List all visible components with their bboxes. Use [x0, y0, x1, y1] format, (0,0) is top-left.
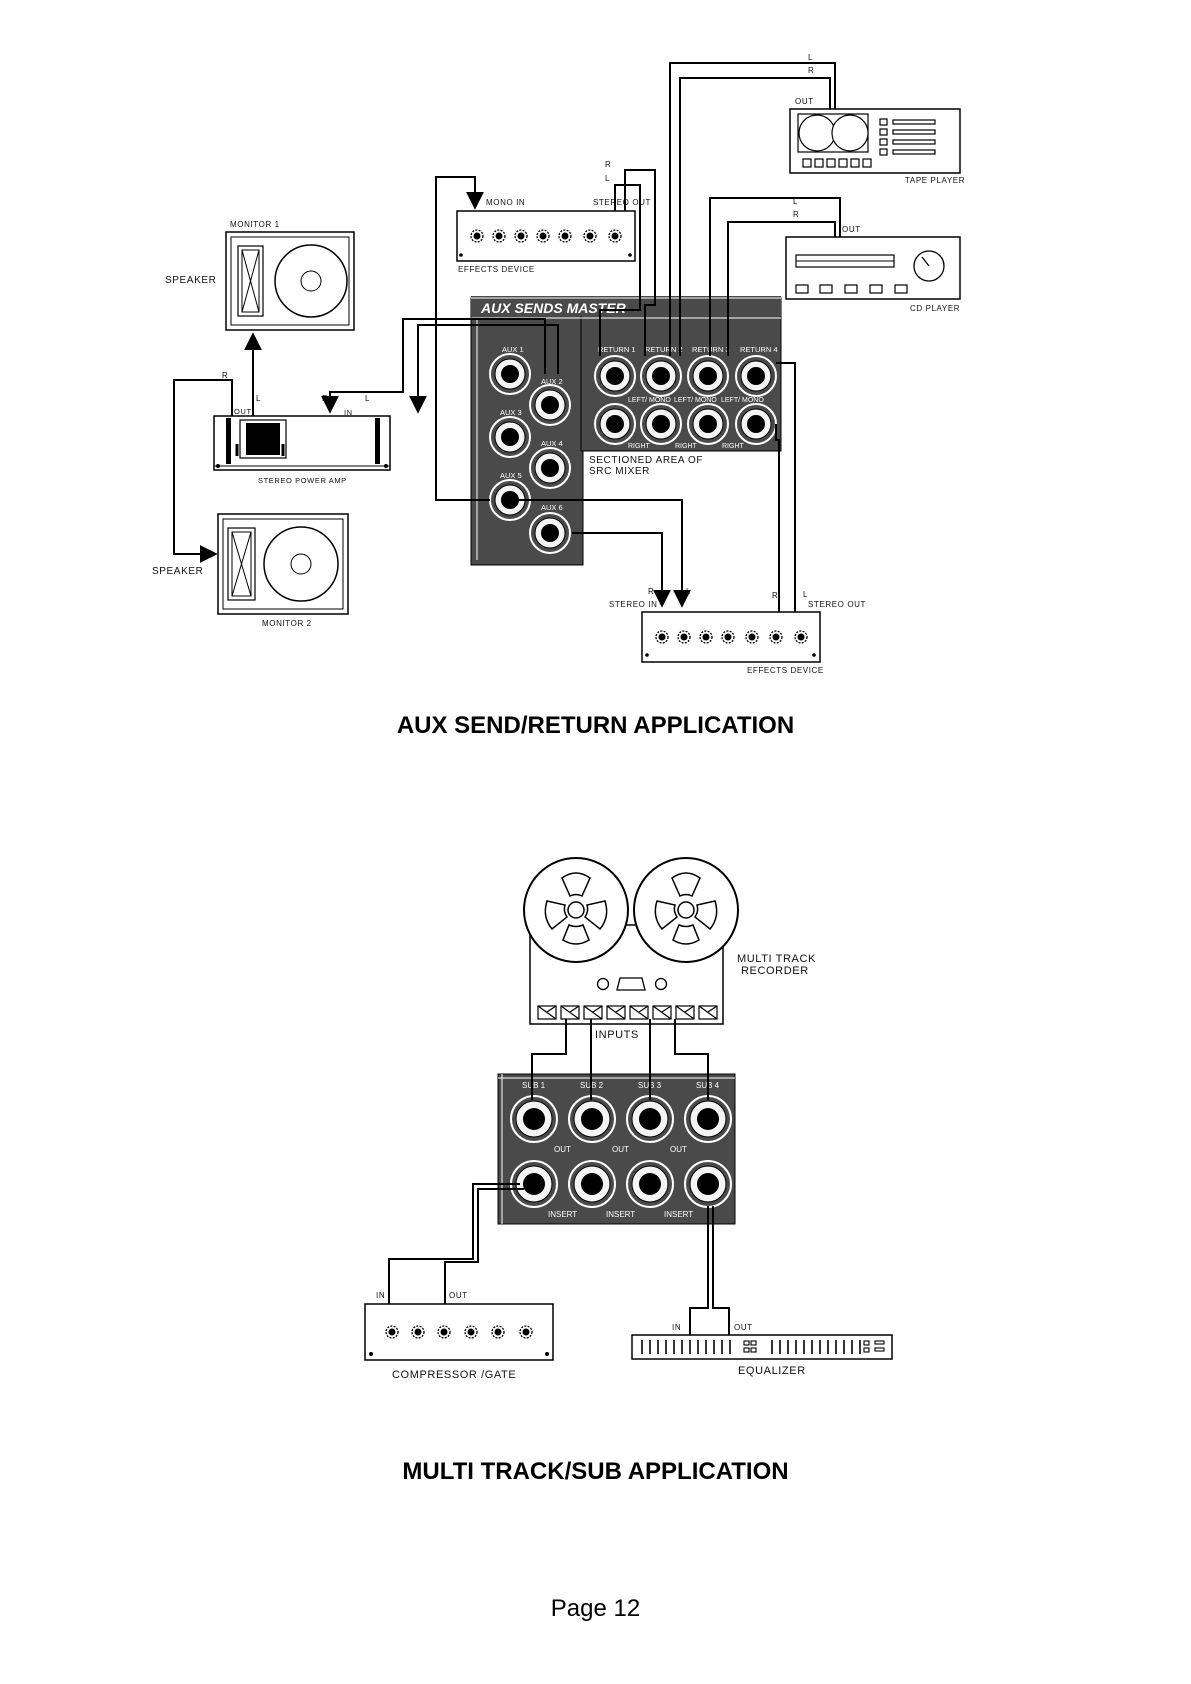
monitor-2-speaker-label: SPEAKER — [152, 566, 203, 577]
right-label-3: RIGHT — [722, 443, 745, 450]
effects-device-bottom — [641, 611, 821, 663]
left-mono-label-2: LEFT/ MONO — [674, 397, 717, 404]
tape-player-label: TAPE PLAYER — [905, 176, 965, 185]
monitor-2-label: MONITOR 2 — [262, 619, 312, 628]
sub-out-label-3: OUT — [670, 1145, 687, 1154]
effects-bottom-r-in: R — [648, 587, 654, 596]
equalizer — [631, 1334, 893, 1360]
sub-cables — [388, 1019, 730, 1335]
cd-out-label: OUT — [842, 225, 861, 234]
sub-panel — [497, 1073, 736, 1225]
page-number: Page 12 — [550, 1595, 641, 1622]
aux-section-title: AUX SEND/RETURN APPLICATION — [396, 712, 795, 739]
tape-out-label: OUT — [795, 97, 814, 106]
section-note-1: SECTIONED AREA OF — [589, 455, 703, 466]
compressor-out: OUT — [449, 1291, 468, 1300]
aux-5-label: AUX 5 — [500, 471, 522, 480]
power-amp-r-out: R — [222, 371, 228, 380]
aux-2-label: AUX 2 — [541, 377, 563, 386]
stereo-power-amp — [213, 415, 391, 471]
monitor-2-speaker — [217, 513, 349, 615]
sub-out-label-2: OUT — [612, 1145, 629, 1154]
insert-label-2: INSERT — [606, 1210, 635, 1219]
recorder-label-2: RECORDER — [741, 965, 809, 977]
cd-r-label: R — [793, 210, 799, 219]
power-amp-l-out: L — [256, 394, 261, 403]
effects-bottom-label: EFFECTS DEVICE — [747, 666, 824, 675]
effects-device-top — [456, 210, 636, 262]
recorder-inputs-label: INPUTS — [595, 1029, 639, 1041]
compressor-label: COMPRESSOR /GATE — [392, 1369, 516, 1381]
aux-cables — [173, 62, 841, 612]
effects-top-label: EFFECTS DEVICE — [458, 265, 535, 274]
power-amp-l-in: L — [365, 394, 370, 403]
cd-l-label: L — [793, 197, 798, 206]
right-label-1: RIGHT — [628, 443, 651, 450]
sub-section-title: MULTI TRACK/SUB APPLICATION — [402, 1458, 789, 1485]
right-label-2: RIGHT — [675, 443, 698, 450]
power-amp-label: STEREO POWER AMP — [258, 476, 347, 485]
insert-label-3: INSERT — [664, 1210, 693, 1219]
return-4-label: RETURN 4 — [740, 345, 778, 354]
cd-player-label: CD PLAYER — [910, 304, 960, 313]
compressor-gate — [364, 1303, 554, 1361]
effects-top-r: R — [605, 160, 611, 169]
monitor-1-speaker — [225, 231, 355, 331]
monitor-1-label: MONITOR 1 — [230, 220, 280, 229]
monitor-1-speaker-label: SPEAKER — [165, 275, 216, 286]
effects-bottom-stereo-out: STEREO OUT — [808, 600, 866, 609]
tape-player — [789, 108, 961, 174]
effects-top-stereo-out: STEREO OUT — [593, 198, 651, 207]
recorder-label-1: MULTI TRACK — [737, 953, 816, 965]
effects-bottom-stereo-in: STEREO IN — [609, 600, 658, 609]
effects-top-mono-in: MONO IN — [486, 198, 525, 207]
compressor-in: IN — [376, 1291, 385, 1300]
multi-track-recorder — [523, 857, 739, 1025]
section-note-2: SRC MIXER — [589, 466, 650, 477]
cd-player — [785, 236, 961, 300]
effects-top-l: L — [605, 174, 610, 183]
effects-bottom-l-in: L — [686, 587, 691, 596]
left-mono-label-1: LEFT/ MONO — [628, 397, 671, 404]
equalizer-label: EQUALIZER — [738, 1365, 806, 1377]
equalizer-in: IN — [672, 1323, 681, 1332]
sub-1-label: SUB 1 — [522, 1081, 546, 1090]
effects-bottom-r-out: R — [772, 591, 778, 600]
return-1-label: RETURN 1 — [598, 345, 636, 354]
aux-4-label: AUX 4 — [541, 439, 563, 448]
aux-3-label: AUX 3 — [500, 408, 522, 417]
effects-bottom-l-out: L — [803, 590, 808, 599]
power-amp-r-in: R — [322, 394, 328, 403]
tape-l-label: L — [808, 53, 813, 62]
aux-1-label: AUX 1 — [502, 345, 524, 354]
insert-label-1: INSERT — [548, 1210, 577, 1219]
return-2-label: RETURN 2 — [645, 345, 683, 354]
tape-r-label: R — [808, 66, 814, 75]
equalizer-out: OUT — [734, 1323, 753, 1332]
aux-6-label: AUX 6 — [541, 503, 563, 512]
power-amp-out: OUT — [234, 407, 252, 416]
power-amp-in: IN — [344, 408, 353, 417]
sub-out-label-1: OUT — [554, 1145, 571, 1154]
mixer-header: AUX SENDS MASTER — [480, 300, 627, 316]
left-mono-label-3: LEFT/ MONO — [721, 397, 764, 404]
